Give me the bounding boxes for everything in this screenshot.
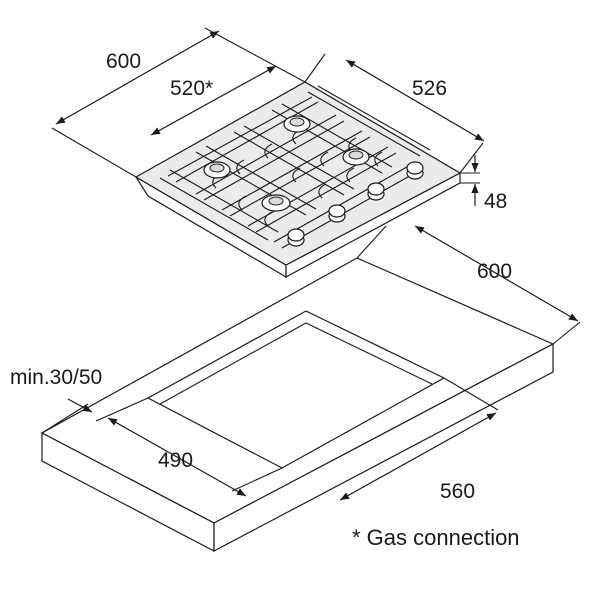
- extension-lines: [41, 27, 581, 492]
- footnote-gas-connection: * Gas connection: [352, 525, 520, 550]
- label-526-depth: 526: [412, 77, 447, 100]
- label-490-cut-depth: 490: [158, 449, 193, 472]
- dim-line-min-edge: [67, 398, 93, 413]
- label-520-gas-connection: 520*: [170, 77, 213, 100]
- dim-line-600-width: [55, 30, 220, 125]
- label-48-height: 48: [484, 190, 507, 213]
- dimension-lines: [55, 30, 579, 501]
- dim-line-600-worktop: [414, 225, 579, 322]
- burner-right: [342, 148, 370, 166]
- burner-left: [203, 161, 231, 179]
- cutout-inner-wall: [159, 322, 433, 405]
- label-600-worktop: 600: [477, 260, 512, 283]
- dim-line-526-depth: [345, 59, 485, 142]
- knob-2: [328, 204, 346, 223]
- hob: [134, 81, 462, 279]
- label-min-edge: min.30/50: [10, 366, 102, 389]
- dim-line-520-gas: [150, 65, 277, 136]
- dim-line-490-cut: [107, 417, 247, 497]
- control-knobs: [287, 161, 424, 247]
- knob-1: [287, 228, 305, 247]
- knob-3: [367, 182, 385, 201]
- knob-4: [406, 161, 424, 180]
- worktop: [40, 257, 555, 552]
- label-600-width: 600: [106, 50, 141, 73]
- burner-back: [283, 115, 311, 133]
- burner-front: [261, 194, 291, 212]
- label-560-cut-width: 560: [440, 480, 475, 503]
- dim-line-560-cut: [339, 412, 497, 501]
